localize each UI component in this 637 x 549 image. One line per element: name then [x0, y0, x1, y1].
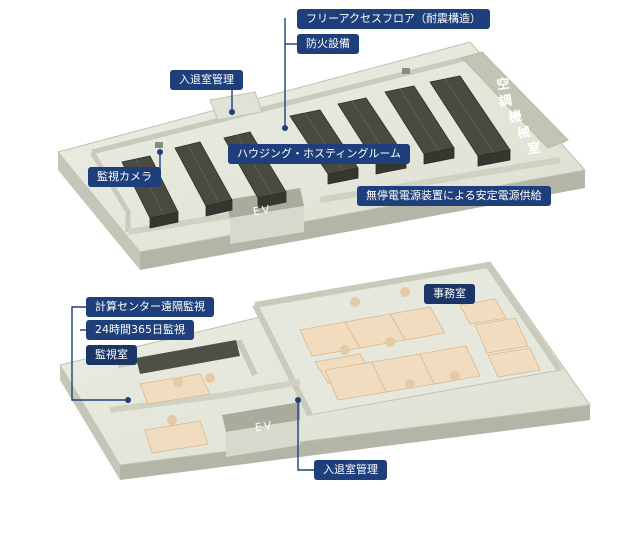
- remote-monitoring-label: 計算センター遠隔監視: [86, 297, 214, 317]
- bottom-entry-management-label: 入退室管理: [314, 460, 387, 480]
- bottom-floor: [59, 261, 591, 480]
- monitoring-247-label: 24時間365日監視: [86, 320, 194, 340]
- surveillance-camera-label: 監視カメラ: [88, 167, 161, 187]
- fire-protection-label: 防火設備: [297, 34, 359, 54]
- office-desks: [139, 298, 541, 454]
- housing-hosting-room-label: ハウジング・ホスティングルーム: [228, 144, 411, 164]
- free-access-floor-label: フリーアクセスフロア（耐震構造）: [297, 9, 491, 29]
- ac-char-4: 械: [516, 125, 531, 142]
- monitoring-room-label: 監視室: [86, 345, 137, 365]
- stable-power-supply-label: 無停電電源装置による安定電源供給: [357, 186, 551, 206]
- office-label: 事務室: [424, 284, 475, 304]
- top-entry-management-label: 入退室管理: [170, 70, 243, 90]
- ac-char-3: 機: [507, 109, 523, 126]
